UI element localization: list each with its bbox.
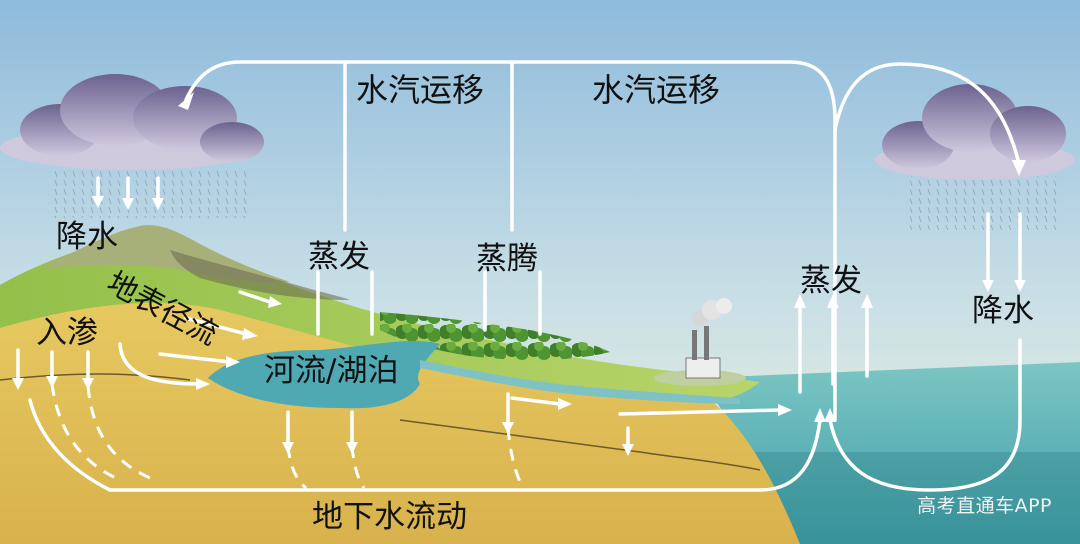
vapor-transport-arrow bbox=[184, 60, 837, 422]
label-transpiration: 蒸腾 bbox=[476, 241, 538, 277]
rock-band bbox=[170, 250, 350, 300]
flow-arrows bbox=[16, 60, 1022, 492]
river-lake bbox=[208, 340, 440, 409]
cloud-right bbox=[875, 84, 1075, 230]
label-evaporation-ocean: 蒸发 bbox=[800, 263, 862, 299]
label-precipitation-left: 降水 bbox=[56, 219, 118, 255]
label-vapor-transport-left: 水汽运移 bbox=[356, 71, 485, 109]
label-precipitation-right: 降水 bbox=[972, 293, 1034, 329]
label-groundwater-flow: 地下水流动 bbox=[312, 499, 467, 535]
label-river-lake: 河流/湖泊 bbox=[264, 353, 399, 389]
watermark: 高考直通车APP bbox=[917, 495, 1052, 517]
cloud-left bbox=[0, 74, 264, 218]
soil-layer-line bbox=[0, 373, 761, 471]
ocean bbox=[700, 362, 1080, 544]
label-vapor-transport-right: 水汽运移 bbox=[592, 71, 721, 109]
land bbox=[0, 286, 800, 544]
label-infiltration: 入渗 bbox=[36, 315, 98, 351]
forest bbox=[380, 312, 610, 361]
factory bbox=[654, 298, 746, 386]
river-channel bbox=[420, 360, 740, 404]
label-evaporation-river: 蒸发 bbox=[308, 239, 370, 275]
arrowhead-left-cloud bbox=[178, 92, 194, 110]
arrowheads bbox=[12, 92, 1026, 456]
